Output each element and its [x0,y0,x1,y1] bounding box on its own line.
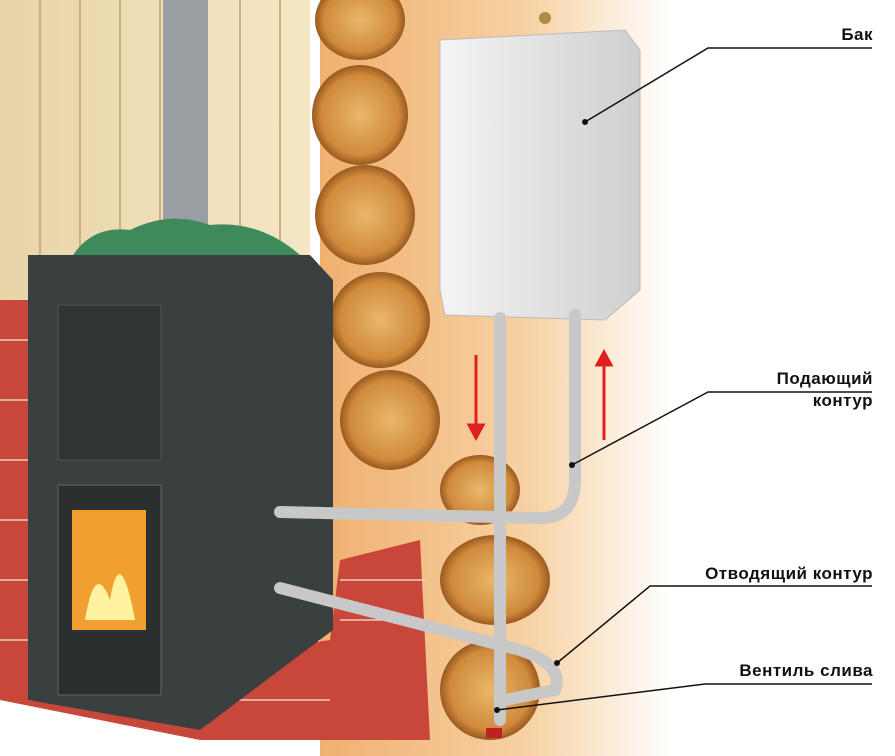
label-supply-line2: контур [812,391,873,410]
chimney-pipe [163,0,208,240]
water-tank [439,29,641,321]
label-supply-line1: Подающий [776,369,873,388]
pipes [274,309,581,726]
drain-leader [496,683,872,711]
drain-valve [486,728,502,738]
label-drain-valve: Вентиль слива [739,661,873,680]
label-supply-circuit: Подающий контур [777,368,873,412]
label-tank: Бак [841,25,873,44]
tank-leader [584,47,872,123]
supply-leader [571,391,872,466]
label-return-circuit: Отводящий контур [705,564,873,583]
flow-arrows [466,348,614,442]
return-leader [556,585,872,664]
